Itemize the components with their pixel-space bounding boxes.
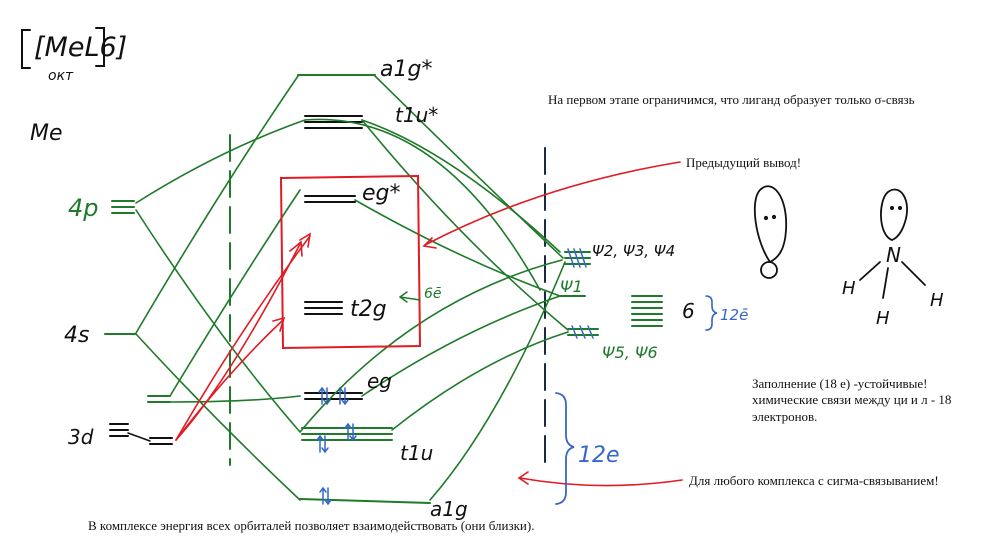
hydrogen-left-label: H — [842, 278, 856, 299]
red-arrows — [175, 161, 683, 487]
electron-pairs — [316, 386, 357, 506]
bonding-electron-count: 12e — [578, 443, 620, 468]
mo-level-t2g — [304, 301, 343, 315]
metal-label: Me — [30, 121, 63, 146]
note-energy: В комплексе энергия всех орбиталей позво… — [88, 518, 535, 533]
ligand-top-label: Ψ2, Ψ3, Ψ4 — [592, 242, 675, 260]
note-filling: Заполнение (18 е) -устойчивые! химически… — [752, 376, 951, 425]
mo-level-eg — [304, 392, 363, 400]
note-previous-conclusion: Предыдущий вывод! — [686, 155, 802, 170]
bonding-brace — [555, 392, 575, 505]
label-eg: eg — [367, 369, 392, 393]
t2g-electron-count: 6ē — [424, 286, 442, 302]
label-a1g: a1g — [430, 497, 468, 521]
metal-4s-label: 4s — [64, 323, 89, 348]
note-filling-line-1: Заполнение (18 е) -устойчивые! — [752, 376, 928, 391]
note-filling-line-3: электронов. — [752, 408, 818, 424]
correlation-lines — [135, 75, 569, 501]
label-a1g-star: a1g* — [380, 57, 432, 82]
hydrogen-right-label: H — [930, 290, 944, 311]
complex-formula — [21, 27, 105, 69]
ligand-mid-label: Ψ1 — [560, 277, 583, 296]
t2g-eg-highlight-box — [279, 174, 422, 350]
note-any-complex: Для любого комплекса с сигма-связыванием… — [689, 473, 939, 488]
ligand-six-levels — [631, 295, 663, 327]
note-sigma-only: На первом этапе ограничимся, что лиганд … — [548, 92, 915, 107]
note-filling-line-2: химические связи между ци и л - 18 — [752, 392, 952, 408]
mo-level-a1g — [299, 498, 431, 504]
ligand-brace — [705, 295, 718, 331]
ligand-bottom-label: Ψ5, Ψ6 — [602, 343, 658, 362]
metal-4p-label: 4p — [68, 194, 99, 222]
label-t1u: t1u — [400, 441, 433, 465]
ammonia-molecule — [859, 188, 926, 299]
metal-3d-label: 3d — [68, 425, 94, 449]
metal-3d-level — [109, 423, 173, 445]
complex-title: [MeL6] — [34, 32, 127, 63]
mo-level-eg-star — [304, 195, 356, 203]
label-eg-star: eg* — [362, 181, 401, 206]
hydrogen-bottom-label: H — [876, 308, 890, 329]
ligand-lobe — [753, 185, 787, 279]
label-t2g: t2g — [350, 297, 387, 322]
nitrogen-label: N — [886, 243, 901, 267]
metal-4p-level — [111, 200, 135, 214]
ligand-count-label: 6 — [682, 299, 695, 323]
complex-subscript: окт — [48, 68, 74, 84]
mo-level-t1u — [301, 427, 393, 441]
label-t1u-star: t1u* — [395, 103, 438, 127]
ligand-electron-label: 12ē — [720, 306, 748, 324]
